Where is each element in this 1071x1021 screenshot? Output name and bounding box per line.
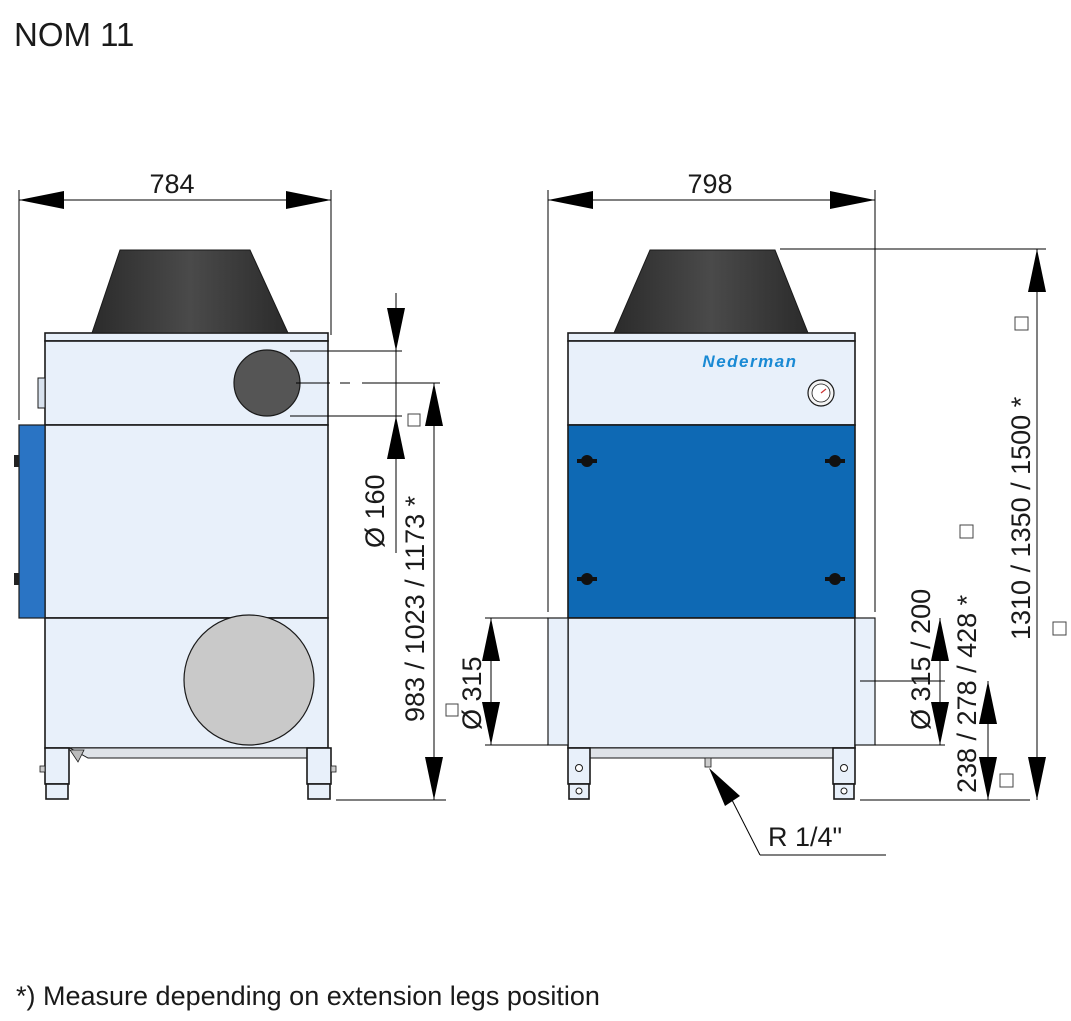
width-label-right: 798: [687, 169, 732, 199]
marker-square: [1014, 316, 1029, 331]
arrow-icon: [425, 383, 443, 426]
side-filter-panel: [18, 424, 46, 619]
panel-latch-icon: [577, 455, 597, 467]
total-height-label: 1310 / 1350 / 1500 *: [1006, 396, 1036, 640]
arrow-icon: [548, 191, 593, 209]
outlet-diameter-label: Ø 315: [457, 656, 487, 730]
fan-cone: [613, 249, 809, 334]
upper-section: [567, 340, 856, 426]
side-outlet-left: [547, 617, 569, 746]
leg-bolt: [39, 765, 46, 773]
lower-section: [567, 617, 856, 749]
bottom-tray: [589, 747, 834, 759]
outlet-opening: [183, 614, 315, 746]
drain-outlet: [704, 757, 712, 768]
inlet-height-label: 983 / 1023 / 1173 *: [400, 495, 430, 722]
panel-latch-icon: [825, 455, 845, 467]
leg-bolt: [840, 787, 848, 795]
side-tab: [37, 377, 46, 409]
side-outlet-height-label: 238 / 278 / 428 *: [952, 594, 982, 793]
panel-latch-icon: [14, 573, 19, 585]
top-plate: [44, 332, 329, 342]
leader-line: [731, 799, 761, 856]
arrow-icon: [482, 702, 500, 745]
arrow-icon: [979, 681, 997, 724]
marker-square: [999, 773, 1014, 788]
arrow-icon: [931, 618, 949, 661]
leg: [44, 747, 70, 785]
brand-logo: Nederman: [702, 352, 797, 371]
arrow-icon: [425, 757, 443, 800]
drain-spout: [69, 749, 85, 763]
arrow-icon: [979, 757, 997, 800]
pressure-gauge-icon: [807, 379, 835, 407]
arrow-icon: [482, 618, 500, 661]
arrow-icon: [1028, 249, 1046, 292]
arrow-icon: [709, 768, 740, 806]
arrow-icon: [931, 702, 949, 745]
marker-square: [1052, 621, 1067, 636]
drawing-title: NOM 11: [14, 16, 134, 53]
leg-bolt: [330, 765, 337, 773]
leg-bolt: [575, 764, 583, 772]
leg-bolt: [840, 764, 848, 772]
panel-latch-icon: [14, 455, 19, 467]
panel-latch-icon: [825, 573, 845, 585]
bottom-tray: [68, 747, 320, 759]
marker-square: [407, 413, 421, 427]
arrow-icon: [19, 191, 64, 209]
front-filter-panel: [567, 424, 856, 619]
filter-section: [44, 424, 329, 619]
marker-square: [959, 524, 974, 539]
side-view: 784 Ø 160 983 / 1023 / 1173 *: [14, 169, 459, 801]
marker-square: [445, 703, 459, 717]
footnote: *) Measure depending on extension legs p…: [16, 981, 600, 1011]
arrow-icon: [387, 308, 405, 351]
inlet-diameter-label: Ø 160: [360, 474, 390, 548]
inlet-opening: [233, 349, 301, 417]
arrow-icon: [830, 191, 875, 209]
leg: [306, 747, 332, 785]
panel-latch-icon: [577, 573, 597, 585]
arrow-icon: [1028, 757, 1046, 800]
leg-foot: [307, 783, 331, 800]
width-label-left: 784: [149, 169, 194, 199]
arrow-icon: [387, 416, 405, 459]
front-view: Nederman: [457, 169, 1067, 856]
leg-foot: [45, 783, 69, 800]
arrow-icon: [286, 191, 331, 209]
leg-bolt: [575, 787, 583, 795]
drain-thread-label: R 1/4": [768, 822, 842, 852]
top-plate: [567, 332, 856, 342]
fan-cone: [91, 249, 289, 334]
side-outlet-diameter-label: Ø 315 / 200: [906, 589, 936, 730]
